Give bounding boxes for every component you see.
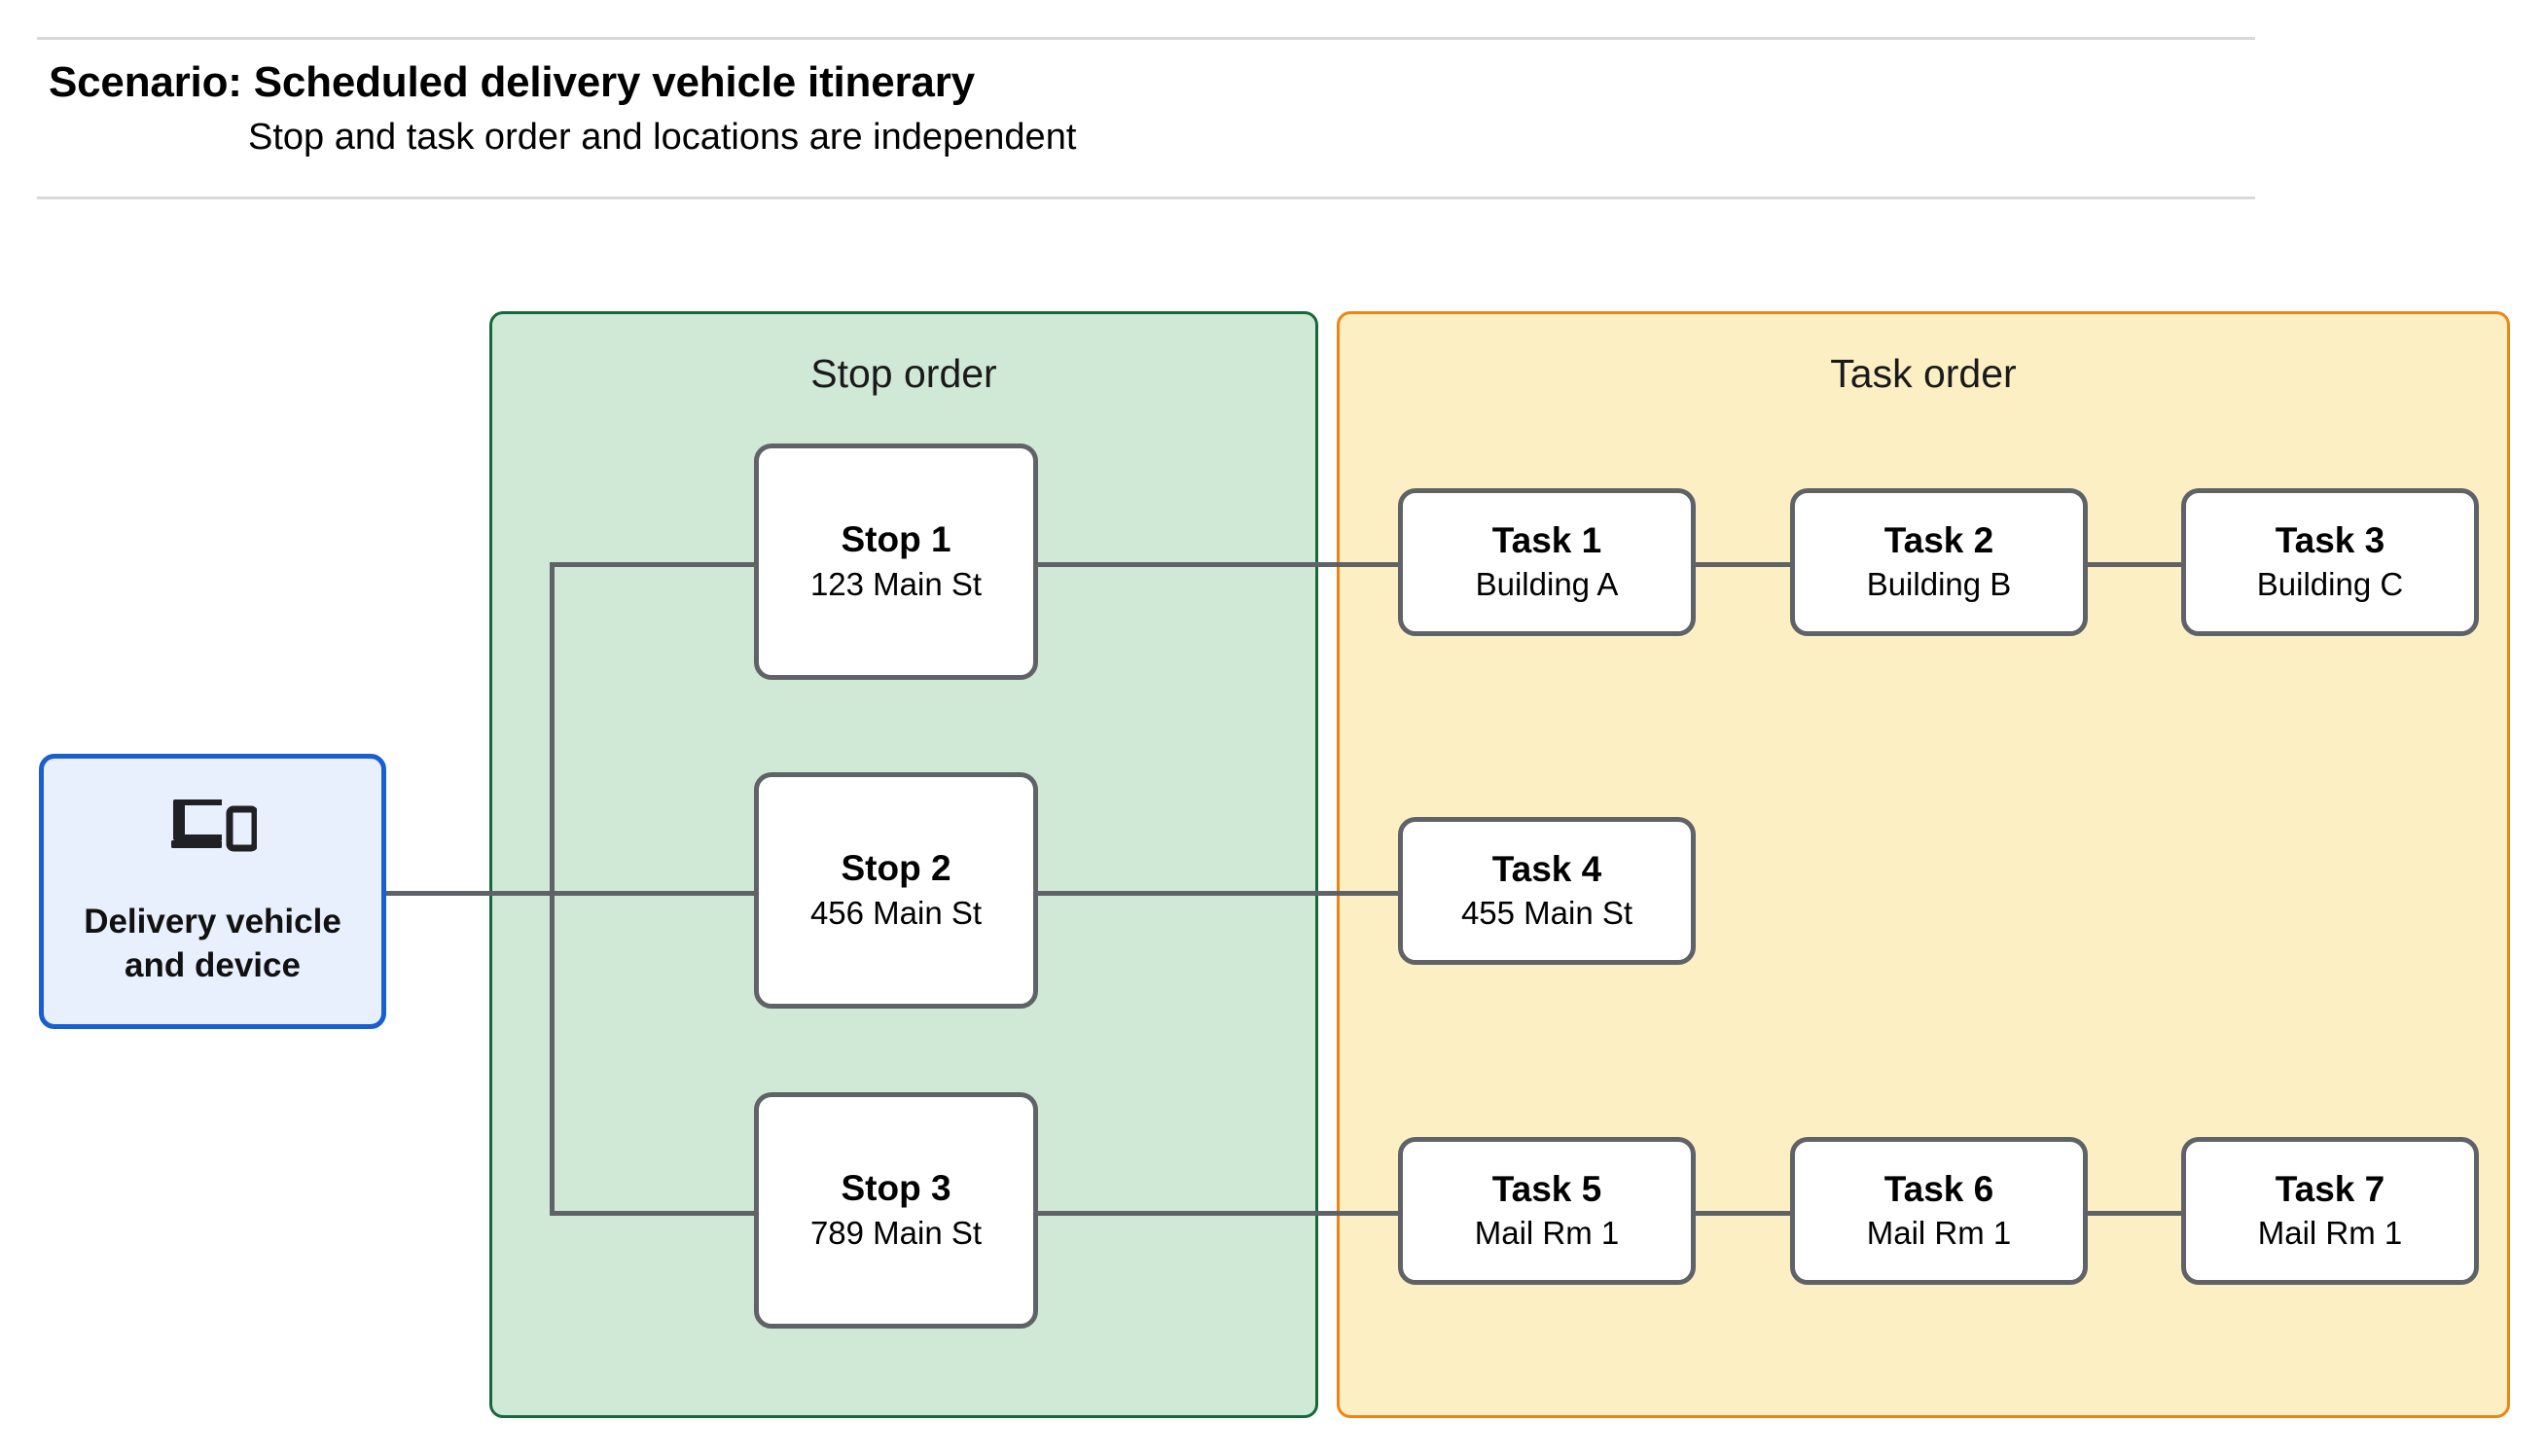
connector-task-1-to-task-2 bbox=[1695, 562, 1802, 567]
connector-task-5-to-task-6 bbox=[1695, 1211, 1802, 1216]
task-node-location: Mail Rm 1 bbox=[2257, 1215, 2403, 1252]
task-node-location: Building C bbox=[2256, 566, 2404, 603]
devices-icon bbox=[169, 796, 257, 856]
task-node-title: Task 6 bbox=[1883, 1168, 1994, 1209]
connector-stop-3-to-task-5 bbox=[1027, 1211, 1401, 1216]
task-node-title: Task 2 bbox=[1883, 519, 1994, 560]
task-order-title: Task order bbox=[1830, 351, 2017, 396]
connector-trunk-to-stop-2 bbox=[550, 891, 756, 896]
task-node-6[interactable]: Task 6 Mail Rm 1 bbox=[1790, 1137, 2088, 1285]
task-node-location: Building B bbox=[1866, 566, 2012, 603]
stop-order-title: Stop order bbox=[810, 351, 997, 396]
stop-node-1[interactable]: Stop 1 123 Main St bbox=[754, 444, 1038, 680]
task-node-location: Building A bbox=[1475, 566, 1619, 603]
stop-node-address: 789 Main St bbox=[809, 1214, 983, 1251]
stop-node-title: Stop 1 bbox=[841, 519, 951, 560]
task-node-title: Task 4 bbox=[1491, 848, 1602, 889]
task-node-title: Task 3 bbox=[2275, 519, 2385, 560]
connector-stop-2-to-task-4 bbox=[1027, 891, 1401, 896]
connector-stop-1-to-task-1 bbox=[1027, 562, 1401, 567]
delivery-vehicle-label: Delivery vehicle and device bbox=[84, 902, 341, 984]
task-node-title: Task 5 bbox=[1491, 1168, 1602, 1209]
connector-trunk-to-stop-1 bbox=[550, 562, 756, 567]
page-title: Scenario: Scheduled delivery vehicle iti… bbox=[49, 58, 975, 106]
task-node-3[interactable]: Task 3 Building C bbox=[2181, 488, 2479, 636]
stop-node-title: Stop 2 bbox=[841, 848, 951, 889]
task-node-location: 455 Main St bbox=[1460, 895, 1633, 932]
stop-node-address: 123 Main St bbox=[809, 565, 983, 602]
delivery-vehicle-node[interactable]: Delivery vehicle and device bbox=[39, 754, 386, 1029]
connector-task-2-to-task-3 bbox=[2086, 562, 2193, 567]
task-node-location: Mail Rm 1 bbox=[1866, 1215, 2012, 1252]
connector-vehicle-to-trunk bbox=[386, 891, 554, 896]
page-subtitle: Stop and task order and locations are in… bbox=[248, 117, 1077, 158]
connector-trunk-vertical bbox=[550, 562, 555, 1213]
connector-trunk-to-stop-3 bbox=[550, 1211, 756, 1216]
task-node-location: Mail Rm 1 bbox=[1474, 1215, 1620, 1252]
task-node-1[interactable]: Task 1 Building A bbox=[1398, 488, 1696, 636]
header-divider-top bbox=[37, 37, 2255, 40]
task-node-title: Task 1 bbox=[1491, 519, 1602, 560]
stop-node-title: Stop 3 bbox=[841, 1168, 951, 1209]
task-node-7[interactable]: Task 7 Mail Rm 1 bbox=[2181, 1137, 2479, 1285]
stop-node-3[interactable]: Stop 3 789 Main St bbox=[754, 1092, 1038, 1329]
task-node-title: Task 7 bbox=[2275, 1168, 2385, 1209]
connector-task-6-to-task-7 bbox=[2086, 1211, 2193, 1216]
header-divider-bottom bbox=[37, 196, 2255, 199]
task-node-2[interactable]: Task 2 Building B bbox=[1790, 488, 2088, 636]
task-node-4[interactable]: Task 4 455 Main St bbox=[1398, 817, 1696, 965]
stop-node-2[interactable]: Stop 2 456 Main St bbox=[754, 772, 1038, 1009]
stop-node-address: 456 Main St bbox=[809, 894, 983, 931]
task-node-5[interactable]: Task 5 Mail Rm 1 bbox=[1398, 1137, 1696, 1285]
